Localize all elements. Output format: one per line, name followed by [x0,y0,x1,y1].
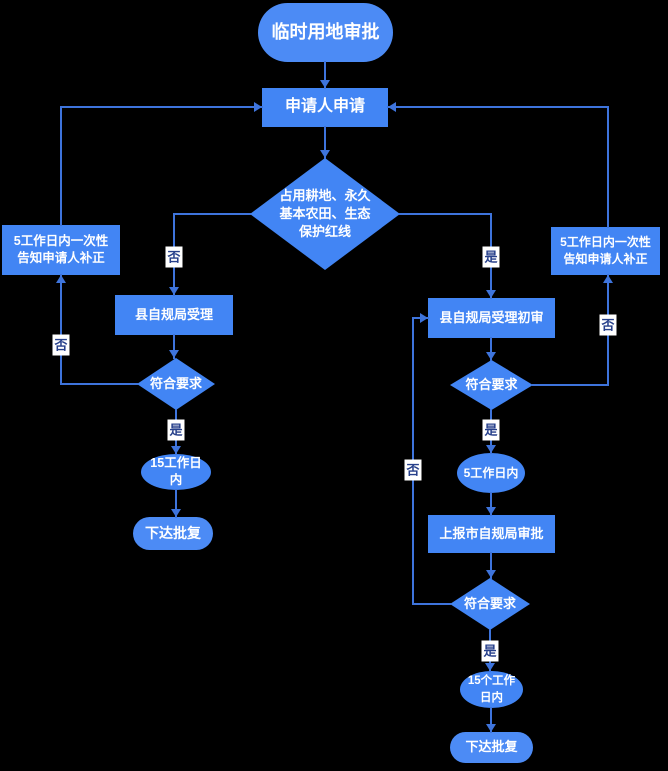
county-accept-node: 县自规局受理 [115,295,233,335]
approve-right-node: 下达批复 [450,732,533,763]
edge-11-segment [387,106,609,108]
check-mid-right-node: 符合要求 [450,360,533,410]
applicant-label: 申请人申请 [284,98,365,116]
edge-14-segment [490,552,492,579]
city-approve-node: 上报市自规局审批 [428,515,555,553]
edge-4-segment [60,383,138,385]
arrowhead-icon [420,313,428,323]
start-node: 临时用地审批 [258,3,393,62]
edge-label: 否 [165,246,183,268]
edge-9-segment [490,337,492,361]
approve-left-node: 下达批复 [133,517,213,550]
arrowhead-icon [485,663,495,671]
edge-label: 是 [482,246,500,268]
arrowhead-icon [486,445,496,453]
edge-17-segment [490,707,492,733]
edge-11-segment [607,106,609,228]
arrowhead-icon [171,509,181,517]
county-preview-label: 县自规局受理初审 [439,309,544,325]
edge-1-segment [324,126,326,159]
check-left-node: 符合要求 [137,358,215,410]
days5-right-label: 5工作日内 [463,465,519,480]
days15-left-node: 15工作日 内 [141,454,211,490]
edge-8-segment [399,213,492,215]
approve-left-label: 下达批复 [145,524,201,541]
edge-label: 否 [404,459,422,481]
land-check-label: 占用耕地、永久 基本农田、生态 保护红线 [279,187,371,240]
land-check-node: 占用耕地、永久 基本农田、生态 保护红线 [250,158,400,270]
edge-13-segment [490,492,492,516]
start-label: 临时用地审批 [271,21,380,42]
notify-right-label: 5工作日内一次性 告知申请人补正 [560,235,651,266]
arrowhead-icon [486,724,496,732]
edge-4-segment [60,274,62,385]
edge-0-segment [324,61,326,89]
check-bot-right-label: 符合要求 [463,595,516,611]
edge-label: 否 [599,314,617,336]
check-mid-right-label: 符合要求 [465,376,518,392]
approve-right-label: 下达批复 [465,739,518,755]
arrowhead-icon [169,350,179,358]
edge-15-segment [412,603,451,605]
arrowhead-icon [388,102,396,112]
city-approve-label: 上报市自规局审批 [439,525,544,541]
arrowhead-icon [254,102,262,112]
arrowhead-icon [486,570,496,578]
edge-5-segment [60,106,62,226]
arrowhead-icon [56,275,66,283]
county-preview-node: 县自规局受理初审 [428,298,555,338]
arrowhead-icon [486,352,496,360]
edge-5-segment [60,106,263,108]
edge-label: 是 [481,640,499,662]
arrowhead-icon [486,507,496,515]
applicant-node: 申请人申请 [262,88,388,127]
arrowhead-icon [171,446,181,454]
days15-left-label: 15工作日 内 [150,455,202,488]
arrowhead-icon [486,290,496,298]
edge-label: 是 [482,419,500,441]
notify-right-node: 5工作日内一次性 告知申请人补正 [551,227,660,275]
days15-right-label: 15个工作 日内 [467,675,516,704]
days5-right-node: 5工作日内 [457,453,525,493]
edge-3-segment [173,334,175,359]
check-left-label: 符合要求 [149,375,202,391]
arrowhead-icon [320,150,330,158]
notify-left-node: 5工作日内一次性 告知申请人补正 [2,225,120,275]
arrowhead-icon [603,275,613,283]
edge-10-segment [532,384,609,386]
notify-left-label: 5工作日内一次性 告知申请人补正 [13,233,109,266]
edge-2-segment [173,213,251,215]
edge-7-segment [175,489,177,518]
arrowhead-icon [169,287,179,295]
county-accept-label: 县自规局受理 [134,306,213,322]
edge-label: 是 [167,419,185,441]
check-bot-right-node: 符合要求 [450,578,530,630]
days15-right-node: 15个工作 日内 [460,671,523,708]
edge-label: 否 [52,334,70,356]
arrowhead-icon [320,80,330,88]
